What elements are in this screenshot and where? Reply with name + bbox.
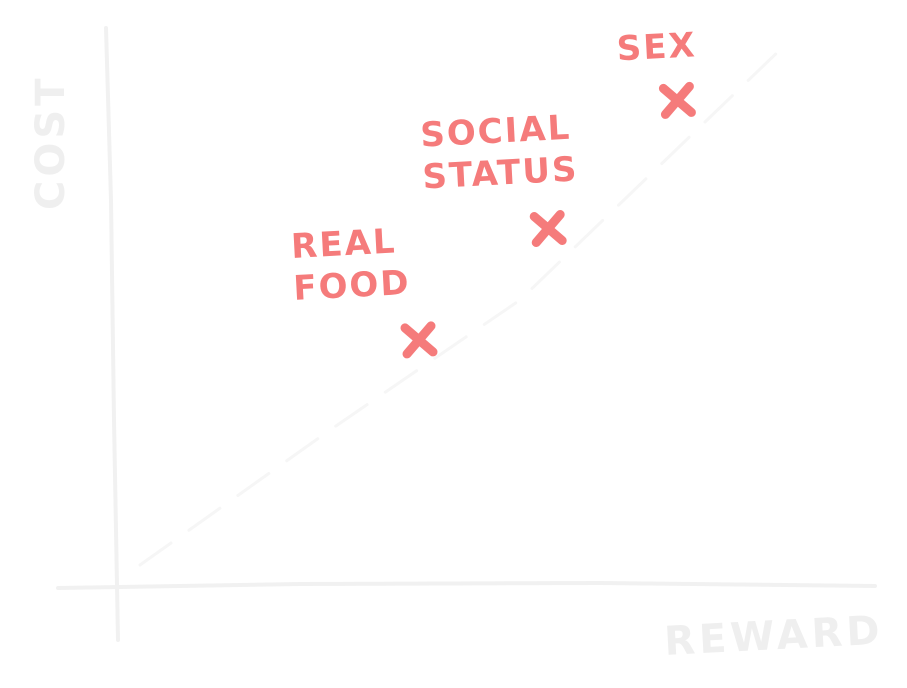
point-marker	[529, 210, 567, 248]
point-label: FOOD	[292, 263, 411, 309]
point-label: SOCIAL	[419, 108, 572, 156]
y-axis	[104, 26, 120, 642]
point-label: SEX	[616, 25, 698, 69]
axes	[56, 26, 877, 642]
x-axis	[56, 580, 877, 590]
y-axis-label: COST	[28, 75, 74, 210]
data-point: SEX	[616, 25, 698, 119]
point-label: REAL	[290, 222, 397, 267]
point-marker	[400, 321, 438, 359]
point-label: STATUS	[422, 149, 580, 197]
point-marker	[658, 81, 696, 119]
x-axis-label: REWARD	[663, 608, 885, 665]
